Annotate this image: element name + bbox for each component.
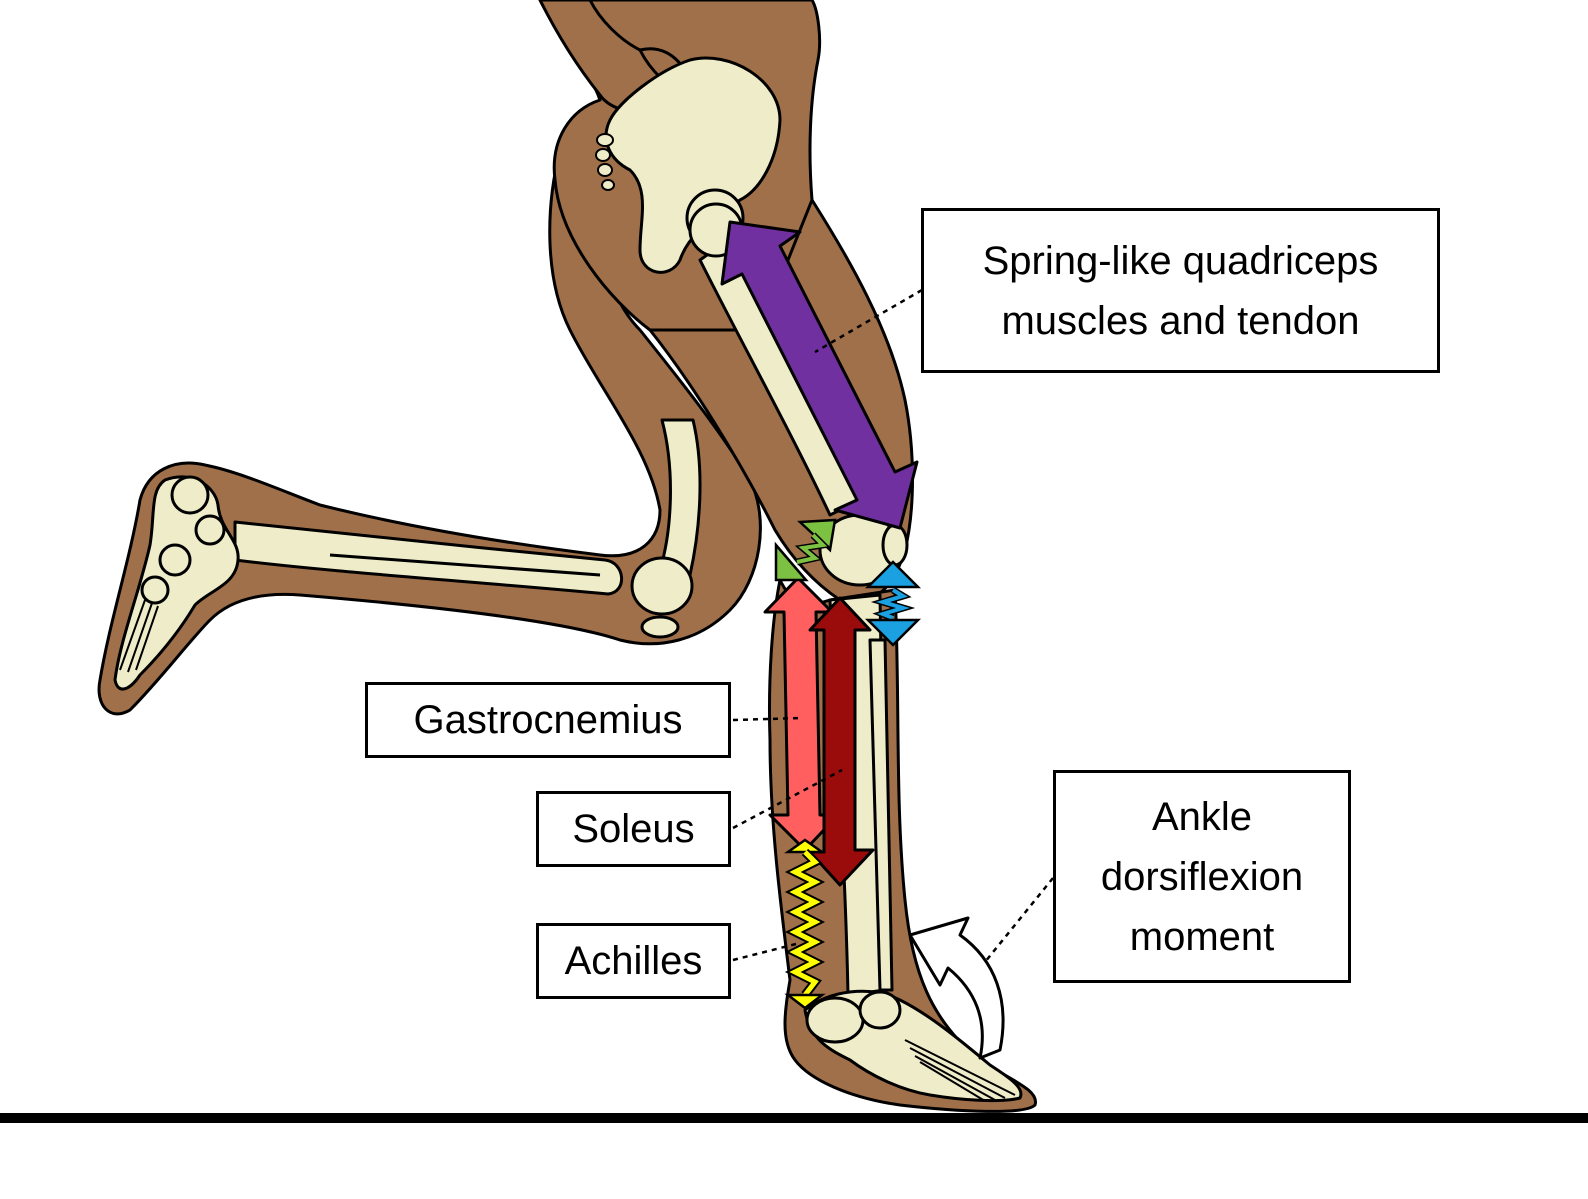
soleus-label-text: Soleus: [572, 807, 695, 851]
soleus-arrow: [808, 596, 875, 887]
ankle-moment-arrow: [908, 916, 1005, 1060]
ankle-moment-label: Ankle dorsiflexion moment: [1053, 770, 1351, 983]
achilles-label: Achilles: [536, 923, 731, 999]
quadriceps-arrow: [720, 220, 919, 530]
back-leg: [97, 148, 762, 716]
quadriceps-label: Spring-like quadriceps muscles and tendo…: [921, 208, 1440, 373]
quadriceps-leader: [814, 288, 923, 354]
gastrocnemius-label-text: Gastrocnemius: [413, 698, 683, 742]
quadriceps-label-line1: Spring-like quadriceps: [982, 238, 1379, 283]
ankle-label-line1: Ankle: [1151, 794, 1253, 839]
gastrocnemius-label: Gastrocnemius: [365, 682, 731, 758]
achilles-label-text: Achilles: [564, 939, 703, 983]
achilles-leader: [732, 941, 801, 962]
ground-line: [0, 1113, 1588, 1123]
soleus-leader: [732, 768, 843, 830]
front-leg: [648, 198, 1037, 1113]
ankle-label-line3: moment: [1129, 914, 1275, 959]
ankle-leader: [984, 877, 1054, 963]
patellar-spring-blue: [864, 560, 922, 647]
knee-spring-green: [774, 518, 837, 582]
achilles-spring: [784, 838, 826, 1010]
soleus-label: Soleus: [536, 791, 731, 867]
ankle-label-line2: dorsiflexion: [1100, 854, 1304, 899]
gastrocnemius-leader: [732, 716, 803, 722]
quadriceps-label-line2: muscles and tendon: [1001, 298, 1360, 343]
